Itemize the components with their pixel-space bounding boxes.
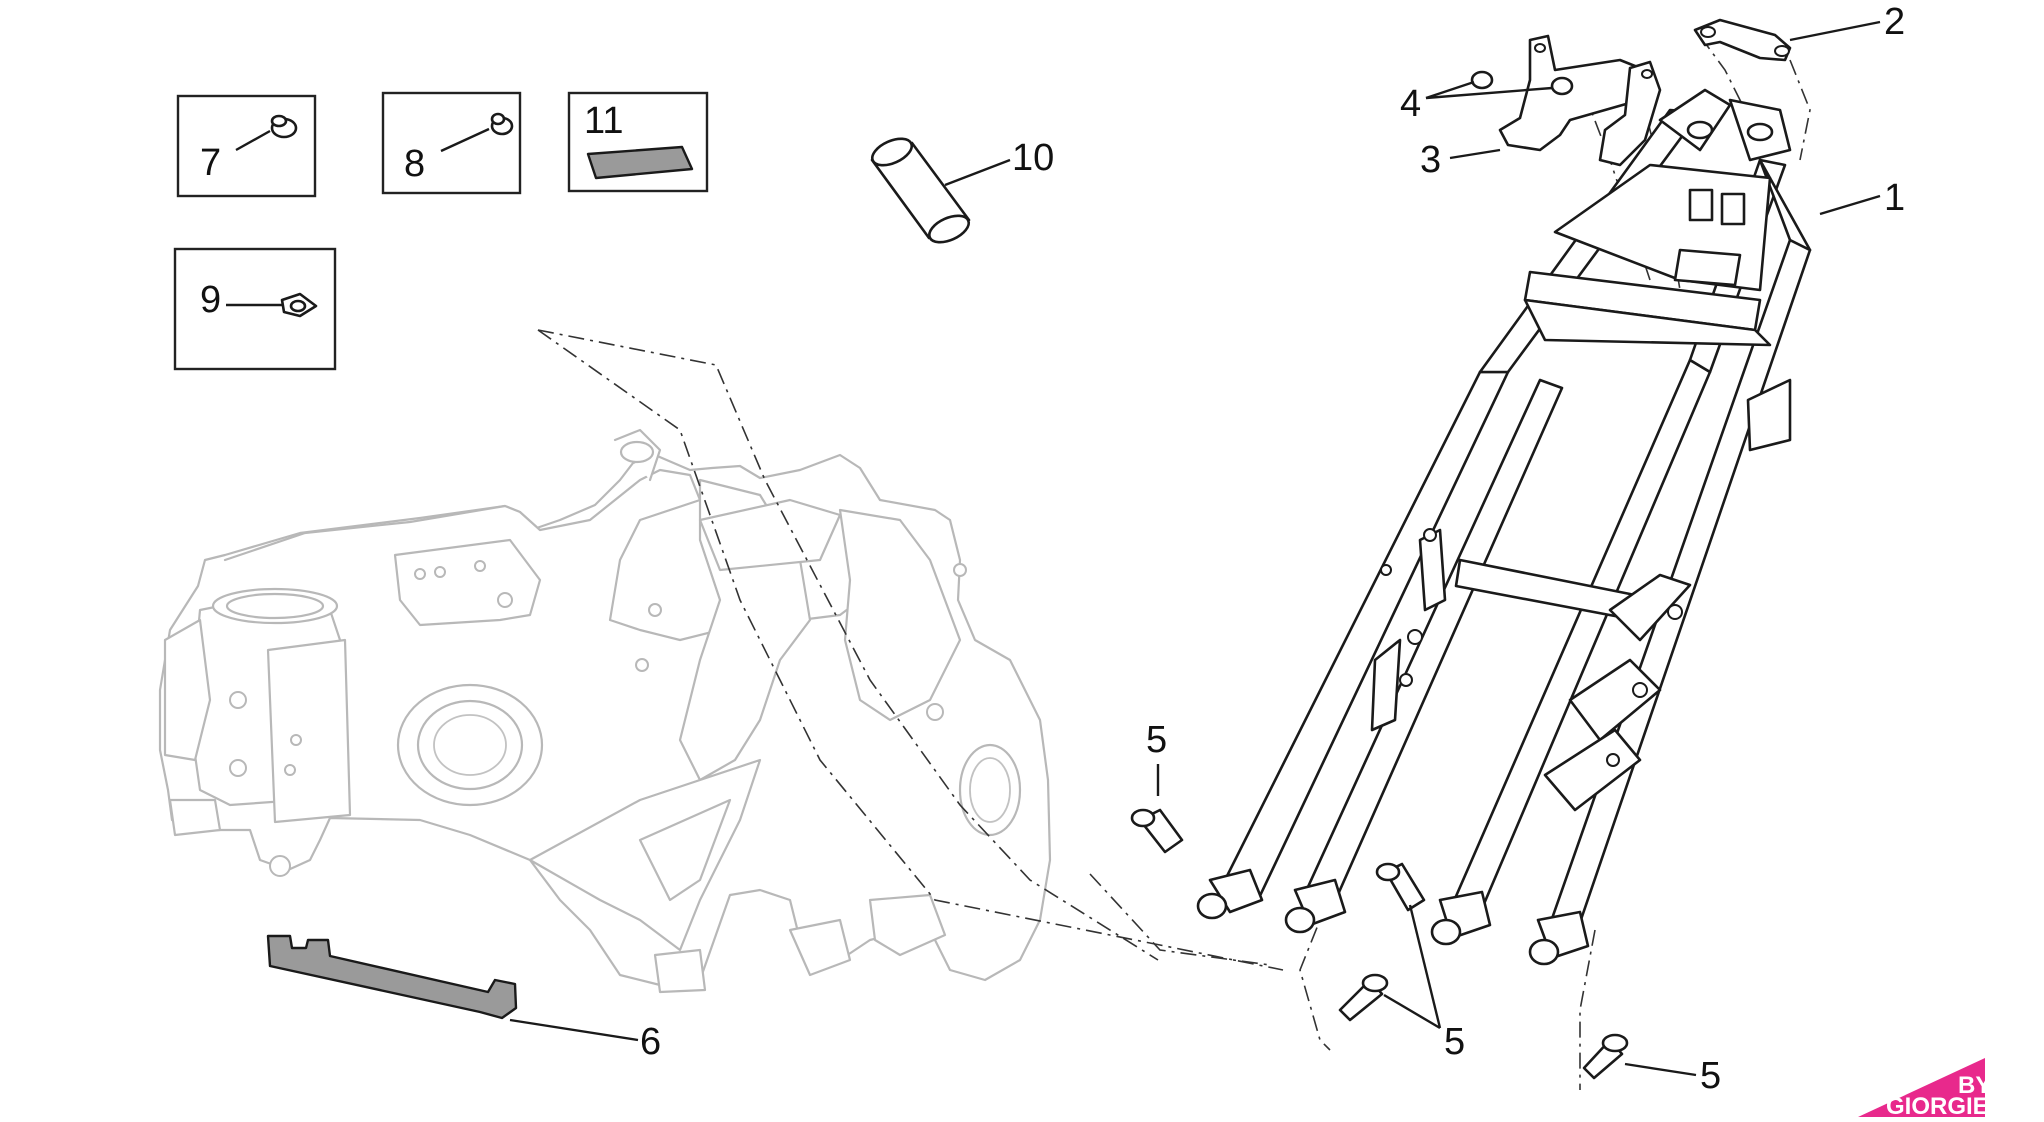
bracket-3-icon: [1498, 34, 1662, 167]
callout-11: 11: [584, 100, 623, 142]
adhesive-pad-icon: [586, 145, 694, 180]
callout-5-a: 5: [1146, 719, 1167, 761]
callout-7: 7: [200, 142, 221, 184]
rail-end-eyes: [1196, 868, 1590, 966]
clip-9-icon: [280, 292, 318, 318]
main-frame-ghost: [158, 428, 1052, 994]
callout-5-b: 5: [1444, 1021, 1465, 1063]
callout-4: 4: [1400, 83, 1421, 125]
assembly-lines: [537, 35, 1811, 1090]
bolt-5-d-icon: [1582, 1033, 1629, 1080]
bolt-5-a-icon: [1130, 808, 1184, 854]
part-box-9: 9: [173, 247, 337, 371]
bolt-5-c-icon: [1338, 973, 1389, 1022]
rear-subframe-1: [1196, 88, 1812, 966]
bolt-5-b-icon: [1375, 862, 1426, 912]
watermark-logo: BY GIORGIE: [1858, 1058, 1991, 1120]
bracket-6-icon: [266, 934, 518, 1020]
spacer-10-icon: [870, 137, 971, 244]
callout-5-c: 5: [1700, 1055, 1721, 1097]
callout-2: 2: [1884, 1, 1905, 43]
part-box-11: 11: [567, 91, 709, 193]
callout-6: 6: [640, 1021, 661, 1063]
callout-8: 8: [404, 143, 425, 185]
callout-1: 1: [1884, 177, 1905, 219]
watermark-line1: BY: [1958, 1072, 1991, 1099]
clamp-2-icon: [1693, 18, 1792, 62]
part-box-8: 8: [381, 91, 522, 195]
watermark-line2: GIORGIE: [1886, 1093, 1989, 1117]
callout-10: 10: [1012, 137, 1054, 179]
part-box-7: 7: [176, 94, 317, 198]
screw-8-icon: [490, 112, 514, 136]
callout-3: 3: [1420, 139, 1441, 181]
screw-7-icon: [270, 114, 298, 139]
callout-9: 9: [200, 279, 221, 321]
nut-4-icon: [1470, 70, 1574, 96]
